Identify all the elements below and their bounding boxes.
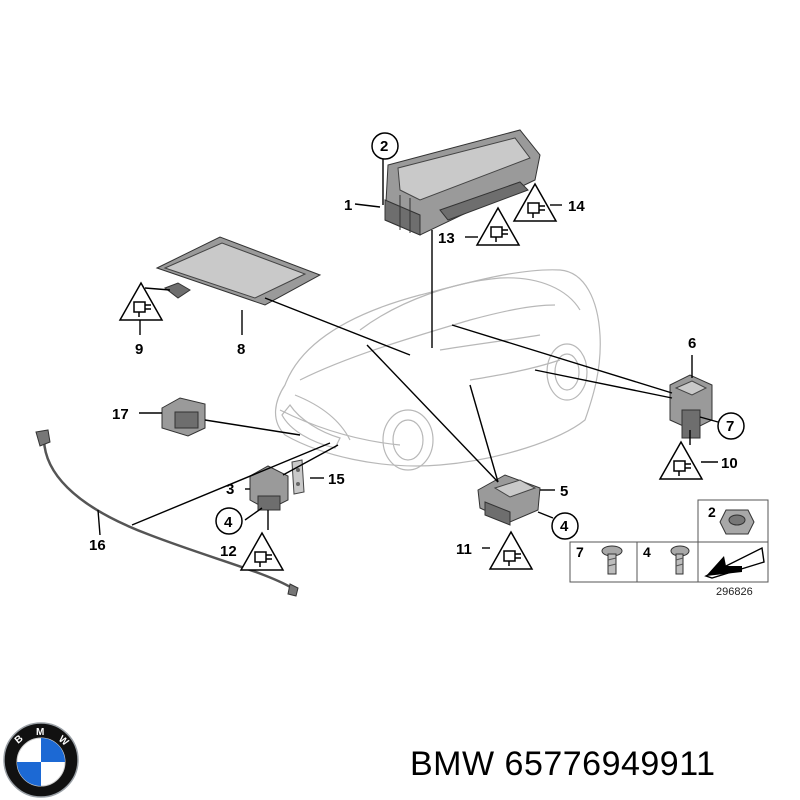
callout-17: 17 xyxy=(112,406,129,423)
callout-3: 3 xyxy=(226,481,234,498)
electrostatic-warning-icon xyxy=(476,207,520,246)
callout-6: 6 xyxy=(688,335,696,352)
callout-4-right: 4 xyxy=(560,518,569,535)
sensor-6 xyxy=(669,374,713,439)
control-unit xyxy=(384,129,541,236)
leader-lines xyxy=(97,155,719,549)
legend-2: 2 xyxy=(708,504,716,520)
reference-number: 296826 xyxy=(716,586,753,598)
sensor-3 xyxy=(249,465,289,511)
callout-13: 13 xyxy=(438,230,455,247)
legend-4: 4 xyxy=(643,544,651,560)
hardware-legend: 2 7 4 296826 xyxy=(569,499,769,598)
callout-11: 11 xyxy=(456,541,472,558)
callout-9: 9 xyxy=(135,341,143,358)
callout-14: 14 xyxy=(568,198,585,215)
callout-16: 16 xyxy=(89,537,106,554)
electrostatic-warning-icon xyxy=(659,441,703,480)
sensor-5 xyxy=(477,474,541,526)
warning-triangle-icons xyxy=(119,183,703,571)
screw-icon xyxy=(601,545,623,575)
screw-icon xyxy=(670,545,690,575)
legend-7: 7 xyxy=(576,544,584,560)
callout-5: 5 xyxy=(560,483,568,500)
cable-16 xyxy=(35,429,299,597)
callout-15: 15 xyxy=(328,471,345,488)
callout-numbers: 1 2 3 4 4 5 6 7 8 9 10 11 12 13 14 15 16… xyxy=(89,138,738,560)
electrostatic-warning-icon xyxy=(489,531,533,570)
callout-4-left: 4 xyxy=(224,514,233,531)
callout-7: 7 xyxy=(726,418,734,435)
callout-10: 10 xyxy=(721,455,738,472)
mounting-plate xyxy=(155,236,322,306)
wedge-arrow-icon xyxy=(704,546,765,579)
bmw-logo: B M W xyxy=(3,722,79,798)
part-number-caption: BMW 65776949911 xyxy=(410,745,716,783)
nut-icon xyxy=(719,509,755,535)
callout-2: 2 xyxy=(380,138,388,155)
car-outline xyxy=(275,269,601,471)
sensor-17 xyxy=(161,397,206,437)
circled-callouts xyxy=(215,132,745,540)
logo-letter-m: M xyxy=(36,727,44,738)
callout-12: 12 xyxy=(220,543,237,560)
callout-1: 1 xyxy=(344,197,352,214)
electrostatic-warning-icon xyxy=(240,532,284,571)
callout-8: 8 xyxy=(237,341,245,358)
